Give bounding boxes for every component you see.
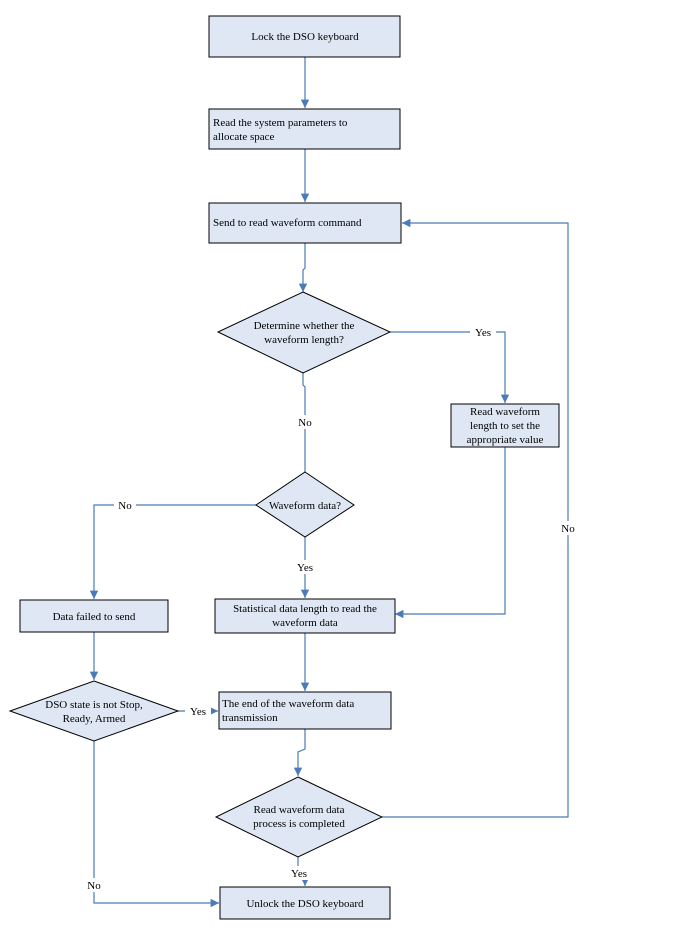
edge-labels: Yes No No Yes Yes No Yes No (85, 325, 578, 892)
decision-read-completed-line2: process is completed (253, 818, 345, 830)
node-end-of-transmission: The end of the waveform data transmissio… (218, 691, 392, 730)
node-lock-keyboard-label: Lock the DSO keyboard (251, 31, 359, 43)
decision-dso-state-line2: Ready, Armed (63, 713, 126, 725)
node-read-system-parameters-line1: Read the system parameters to (213, 117, 348, 129)
connector-determine-no (300, 373, 310, 486)
node-end-of-transmission-line2: transmission (222, 712, 278, 724)
node-unlock-keyboard-label: Unlock the DSO keyboard (246, 898, 364, 910)
connector-send-to-determine (298, 243, 308, 292)
edge-label-dso-yes: Yes (190, 706, 206, 718)
node-read-waveform-length-line3: appropriate value (467, 434, 544, 446)
node-read-waveform-length: Read waveform length to set the appropri… (450, 403, 560, 448)
connector-read-length-to-stat (395, 447, 506, 619)
edge-label-read-done-yes: Yes (291, 868, 307, 880)
decision-read-completed: Read waveform data process is completed (214, 776, 384, 858)
edge-label-waveform-no: No (118, 500, 132, 512)
decision-determine-length: Determine whether the waveform length? (216, 291, 392, 374)
connector-read-done-no (382, 218, 569, 818)
decision-waveform-data: Waveform data? (255, 471, 355, 538)
decision-determine-length-line2: waveform length? (264, 334, 344, 346)
edge-label-waveform-yes: Yes (297, 562, 313, 574)
node-read-system-parameters: Read the system parameters to allocate s… (208, 108, 401, 150)
decision-dso-state: DSO state is not Stop, Ready, Armed (8, 680, 180, 742)
node-statistical-data-length-line2: waveform data (272, 617, 338, 629)
decision-read-completed-line1: Read waveform data (253, 804, 344, 816)
connector-dso-no (93, 741, 219, 908)
decision-determine-length-line1: Determine whether the (254, 320, 355, 332)
edge-label-determine-yes: Yes (475, 327, 491, 339)
node-end-of-transmission-line1: The end of the waveform data (222, 698, 354, 710)
connectors (89, 57, 569, 908)
decision-waveform-data-label: Waveform data? (269, 500, 341, 512)
node-unlock-keyboard: Unlock the DSO keyboard (219, 886, 391, 920)
edge-label-read-done-no: No (561, 523, 575, 535)
node-read-waveform-length-line1: Read waveform (470, 406, 540, 418)
connector-determine-yes (390, 331, 510, 403)
connector-end-to-read-done (293, 729, 306, 776)
node-statistical-data-length-line1: Statistical data length to read the (233, 603, 377, 615)
node-lock-keyboard: Lock the DSO keyboard (208, 15, 401, 58)
decision-dso-state-line1: DSO state is not Stop, (45, 699, 143, 711)
node-read-waveform-length-line2: length to set the (470, 420, 540, 432)
connector-waveform-no (89, 504, 256, 599)
edge-label-determine-no: No (298, 417, 312, 429)
node-data-failed: Data failed to send (19, 599, 169, 633)
node-read-system-parameters-line2: allocate space (213, 131, 274, 143)
node-send-read-command: Send to read waveform command (208, 202, 402, 244)
node-statistical-data-length: Statistical data length to read the wave… (214, 598, 396, 634)
node-data-failed-label: Data failed to send (53, 611, 136, 623)
node-send-read-command-label: Send to read waveform command (213, 217, 362, 229)
edge-label-dso-no: No (87, 880, 101, 892)
